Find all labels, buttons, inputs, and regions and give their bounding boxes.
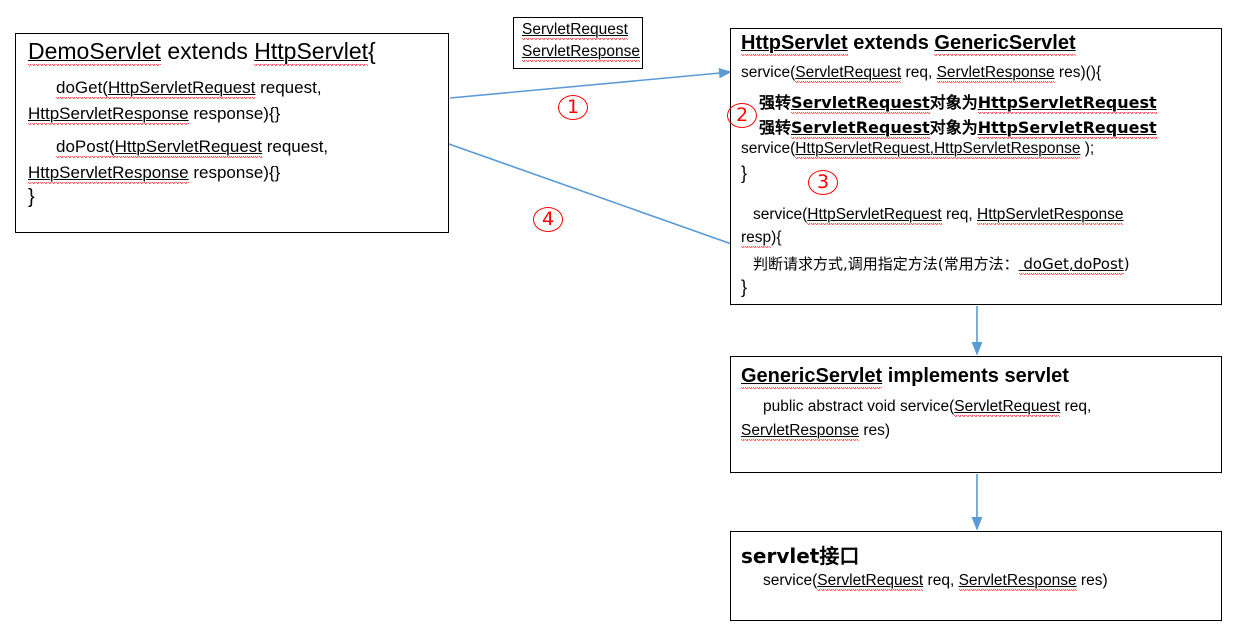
si-service-param-res-name: res) — [1076, 572, 1108, 589]
cast-note-1-middle: 对象为 — [929, 93, 978, 112]
hs-overload-keyword: service( — [753, 206, 808, 223]
hs-service-param-req-type: ServletRequest — [795, 64, 902, 83]
dopost-param-response-name: response){} — [188, 163, 281, 182]
gs-service-param-res-type: ServletResponse — [741, 422, 860, 441]
hs-overload-param-req-type: HttpServletRequest — [807, 206, 942, 225]
step-marker-1-digit: 1 — [566, 96, 580, 118]
genericservlet-title: GenericServlet implements servlet — [741, 365, 1069, 389]
hs-service-signature-tail: res)(){ — [1054, 64, 1102, 81]
gs-service-param-res-name: res) — [859, 422, 891, 439]
hs-overload-open-brace: ){ — [771, 229, 782, 246]
servlet-interface-box: servlet接口 service(ServletRequest req, Se… — [730, 531, 1222, 621]
servlet-interface-service-line: service(ServletRequest req, ServletRespo… — [741, 572, 1108, 591]
gs-service-param-req-name: req, — [1060, 398, 1092, 415]
servlet-interface-name: servlet — [741, 544, 820, 568]
step-marker-1: 1 — [558, 95, 588, 120]
si-service-param-req-name: req, — [923, 572, 959, 589]
httpservlet-extends-keyword: extends — [847, 32, 935, 54]
dopost-param-request-name: request, — [262, 137, 329, 156]
genericservlet-service-line1: public abstract void service(ServletRequ… — [741, 398, 1092, 417]
cast-note-1-to-type: HttpServletRequest — [977, 93, 1157, 114]
cast-note-1-from-type: ServletRequest — [791, 93, 930, 114]
httpservlet-overload-signature-line1: service(HttpServletRequest req, HttpServ… — [753, 206, 1124, 225]
hs-service-param-req-name: req, — [901, 64, 937, 81]
step-marker-2: 2 — [727, 103, 757, 128]
httpservlet-overload-signature-line2: resp){ — [741, 229, 782, 248]
hs-service-param-res-type: ServletResponse — [936, 64, 1055, 83]
servletresponse-label: ServletResponse — [522, 43, 641, 62]
demoservlet-extends-keyword: extends — [160, 38, 255, 64]
dispatch-note-tail: ) — [1123, 255, 1130, 273]
httpservlet-title: HttpServlet extends GenericServlet — [741, 32, 1076, 56]
dispatch-note-methods: doGet,doPost — [1018, 255, 1124, 275]
cast-note-2-middle: 对象为 — [929, 118, 978, 137]
hs-overload-param-res-type: HttpServletResponse — [977, 206, 1124, 225]
doget-param-response-name: response){} — [188, 104, 281, 123]
httpservlet-dispatch-note: 判断请求方式,调用指定方法(常用方法： doGet,doPost) — [753, 253, 1130, 275]
httpservlet-box: HttpServlet extends GenericServlet servi… — [730, 28, 1222, 305]
demoservlet-class-name: DemoServlet — [28, 38, 161, 66]
servlet-types-line-request: ServletRequest — [522, 21, 628, 40]
servlet-types-line-response: ServletResponse — [522, 43, 641, 62]
servlet-interface-suffix: 接口 — [819, 544, 860, 568]
demoservlet-title: DemoServlet extends HttpServlet{ — [28, 38, 376, 66]
httpservlet-cast-note-1: 强转ServletRequest对象为HttpServletRequest — [759, 89, 1157, 114]
doget-param-response-type: HttpServletResponse — [28, 104, 189, 125]
demoservlet-doget-line2: HttpServletResponse response){} — [28, 104, 281, 125]
demoservlet-doget-line1: doGet(HttpServletRequest request, — [28, 78, 322, 99]
servlet-interface-title: servlet接口 — [741, 540, 859, 569]
dopost-method-name: doPost( — [56, 137, 115, 158]
servlet-types-box: ServletRequest ServletResponse — [513, 17, 643, 69]
hs-overload-param-req-name: req, — [941, 206, 977, 223]
step-marker-2-digit: 2 — [735, 104, 749, 126]
gs-service-decl: public abstract void service( — [763, 398, 955, 415]
doget-param-request-type: HttpServletRequest — [107, 78, 256, 99]
hs-service-call-keyword: service( — [741, 140, 796, 157]
dispatch-note-text: 判断请求方式,调用指定方法(常用方法： — [753, 255, 1019, 273]
si-service-param-res-type: ServletResponse — [958, 572, 1077, 591]
cast-note-2-from-type: ServletRequest — [791, 118, 930, 139]
cast-note-2-prefix: 强转 — [759, 118, 792, 137]
si-service-param-req-type: ServletRequest — [817, 572, 924, 591]
dopost-param-response-type: HttpServletResponse — [28, 163, 189, 184]
doget-param-request-name: request, — [255, 78, 322, 97]
hs-service-call-tail: ); — [1080, 140, 1095, 157]
hs-service-call-args: HttpServletRequest,HttpServletResponse — [795, 140, 1081, 159]
httpservlet-superclass-name: GenericServlet — [934, 32, 1076, 56]
step-marker-3-digit: 3 — [816, 171, 830, 193]
gs-service-param-req-type: ServletRequest — [954, 398, 1061, 417]
step-marker-3: 3 — [808, 170, 838, 195]
si-service-keyword: service( — [763, 572, 818, 589]
demoservlet-dopost-line1: doPost(HttpServletRequest request, — [28, 137, 329, 158]
demoservlet-open-brace: { — [368, 38, 376, 64]
genericservlet-service-line2: ServletResponse res) — [741, 422, 891, 441]
arrow-1-demo-to-httpservlet — [449, 68, 732, 99]
dopost-param-request-type: HttpServletRequest — [114, 137, 262, 158]
step-marker-4: 4 — [533, 207, 563, 232]
demoservlet-superclass-name: HttpServlet — [254, 38, 369, 66]
doget-method-name: doGet( — [56, 78, 108, 99]
genericservlet-box: GenericServlet implements servlet public… — [730, 356, 1222, 473]
genericservlet-class-name: GenericServlet — [741, 365, 883, 389]
demoservlet-close-brace: } — [28, 186, 35, 208]
hs-overload-param-res-name: resp — [741, 229, 772, 248]
httpservlet-cast-note-2: 强转ServletRequest对象为HttpServletRequest — [759, 114, 1157, 139]
demoservlet-box: DemoServlet extends HttpServlet{ doGet(H… — [15, 33, 449, 233]
cast-note-2-to-type: HttpServletRequest — [977, 118, 1157, 139]
servletrequest-label: ServletRequest — [522, 21, 628, 40]
hs-service-keyword: service( — [741, 64, 796, 81]
httpservlet-close-brace-1: } — [741, 163, 748, 183]
step-marker-4-digit: 4 — [541, 208, 555, 230]
httpservlet-service-call: service(HttpServletRequest,HttpServletRe… — [741, 140, 1095, 159]
demoservlet-dopost-line2: HttpServletResponse response){} — [28, 163, 281, 184]
cast-note-1-prefix: 强转 — [759, 93, 792, 112]
genericservlet-implements-clause: implements servlet — [882, 365, 1069, 387]
httpservlet-service-signature: service(ServletRequest req, ServletRespo… — [741, 64, 1102, 83]
httpservlet-class-name: HttpServlet — [741, 32, 848, 56]
httpservlet-close-brace-2: } — [741, 277, 748, 297]
